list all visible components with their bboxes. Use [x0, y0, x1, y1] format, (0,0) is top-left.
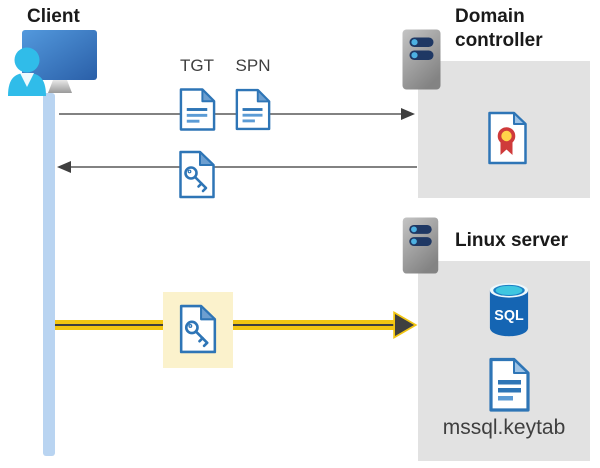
keytab-arrow [55, 310, 418, 340]
keytab-filename-label: mssql.keytab [442, 416, 566, 439]
client-timeline-bar [43, 93, 55, 456]
monitor-stand [48, 80, 72, 93]
keytab-document-icon [489, 357, 530, 412]
response-arrow [57, 161, 417, 173]
person-icon [8, 47, 46, 96]
domain-controller-label: Domain controller [455, 6, 543, 51]
linux-server-icon [402, 217, 439, 274]
sql-label: SQL [494, 308, 524, 324]
domain-controller-server-icon [402, 29, 441, 90]
sql-database-icon: SQL [489, 283, 529, 337]
client-computer-icon [8, 30, 97, 96]
certificate-icon [488, 111, 527, 165]
spn-document-icon [235, 88, 271, 131]
linux-server-label: Linux server [455, 230, 568, 251]
tgt-label: TGT [180, 56, 214, 75]
tgt-document-icon [179, 88, 216, 131]
ticket-key-document-icon [179, 150, 215, 199]
certificate-seal [497, 127, 516, 145]
monitor-shape [22, 30, 97, 80]
spn-label: SPN [235, 56, 271, 75]
keytab-key-document-icon [179, 304, 217, 354]
client-label: Client [27, 6, 80, 27]
